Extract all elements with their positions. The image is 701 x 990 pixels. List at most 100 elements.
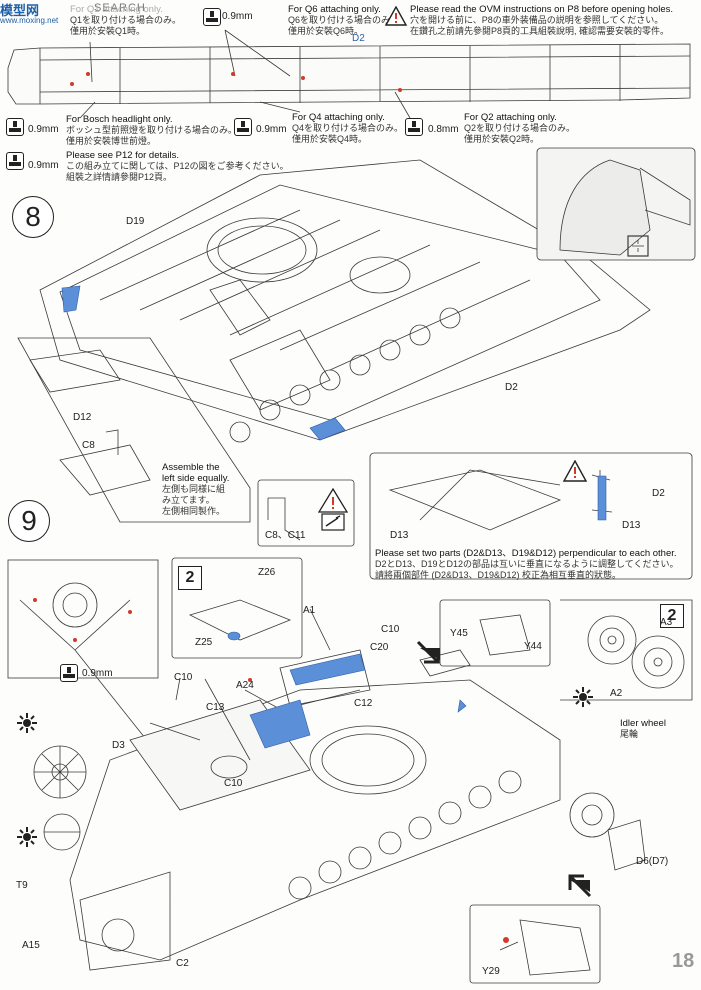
label-z25: Z25 bbox=[195, 637, 213, 648]
note-p12-jp: この組み立てに関しては、P12の図をご参考ください。 bbox=[66, 161, 289, 171]
label-c10-b: C10 bbox=[174, 672, 193, 683]
label-a24: A24 bbox=[236, 680, 254, 691]
note-q2-jp: Q2を取り付ける場合のみ。 bbox=[464, 123, 576, 133]
drill-icon bbox=[405, 118, 423, 136]
label-c10-c: C10 bbox=[224, 778, 243, 789]
size-q6: 0.9mm bbox=[222, 11, 253, 22]
note-q1: For Q1 attaching only. Q1を取り付ける場合のみ。 僅用於… bbox=[70, 4, 181, 37]
idler-cn: 尾輪 bbox=[620, 729, 639, 739]
page-number: 18 bbox=[672, 950, 695, 972]
note-bosch-jp: ボッシュ型前照燈を取り付ける場合のみ。 bbox=[66, 125, 238, 135]
note-ovm: Please read the OVM instructions on P8 b… bbox=[410, 4, 673, 37]
note-q6-cn: 僅用於安裝Q6時。 bbox=[288, 26, 364, 36]
label-t9: T9 bbox=[16, 880, 28, 891]
label-a1: A1 bbox=[303, 605, 316, 616]
label-d13: D13 bbox=[390, 530, 409, 541]
note-q4-jp: Q4を取り付ける場合のみ。 bbox=[292, 123, 404, 133]
drill-icon bbox=[203, 8, 221, 26]
assemble-left-en1: Assemble the bbox=[162, 462, 220, 473]
warning-icon bbox=[563, 460, 587, 482]
size-q2: 0.8mm bbox=[428, 124, 459, 135]
drill-icon bbox=[6, 152, 24, 170]
size-p12: 0.9mm bbox=[28, 160, 59, 171]
label-z26: Z26 bbox=[258, 567, 276, 578]
label-d2-top: D2 bbox=[352, 33, 365, 44]
drill-icon bbox=[6, 118, 24, 136]
drill-icon bbox=[60, 664, 78, 682]
note-bosch-cn: 僅用於安裝博世前燈。 bbox=[66, 136, 157, 146]
note-q6: For Q6 attaching only. Q6を取り付ける場合のみ。 僅用於… bbox=[288, 4, 399, 37]
label-c10-a: C10 bbox=[381, 624, 400, 635]
label-d3: D3 bbox=[112, 740, 125, 751]
perpendicular-jp: D2とD13、D19とD12の部品は互いに垂直になるように調整してください。 bbox=[375, 559, 679, 569]
note-q2-en: For Q2 attaching only. bbox=[464, 112, 557, 123]
page-ref-box: 2 bbox=[178, 566, 202, 590]
note-bosch-en: For Bosch headlight only. bbox=[66, 114, 173, 125]
label-a15: A15 bbox=[22, 940, 40, 951]
drill-size-step9: 0.9mm bbox=[82, 668, 113, 679]
note-ovm-jp: 穴を開ける前に、P8の車外装備品の説明を参照してください。 bbox=[410, 15, 664, 25]
label-c20: C20 bbox=[370, 642, 389, 653]
note-ovm-en: Please read the OVM instructions on P8 b… bbox=[410, 4, 673, 15]
sunburst-icon bbox=[573, 687, 593, 707]
label-d6-d7: D6(D7) bbox=[636, 856, 669, 867]
assemble-left-en2: left side equally. bbox=[162, 473, 230, 484]
note-p12: Please see P12 for details. この組み立てに関しては、… bbox=[66, 150, 289, 183]
watermark-url: www.moxing.net bbox=[0, 16, 59, 25]
label-c12: C12 bbox=[354, 698, 373, 709]
label-d2-inset: D2 bbox=[652, 488, 665, 499]
note-q6-en: For Q6 attaching only. bbox=[288, 4, 381, 15]
label-d2-step8: D2 bbox=[505, 382, 518, 393]
label-y45: Y45 bbox=[450, 628, 468, 639]
watermark-logo: 模型网 bbox=[0, 0, 39, 19]
label-c8: C8 bbox=[82, 440, 95, 451]
label-c2: C2 bbox=[176, 958, 189, 969]
step-9-number: 9 bbox=[8, 500, 50, 542]
note-q1-cn: 僅用於安裝Q1時。 bbox=[70, 26, 146, 36]
note-q6-jp: Q6を取り付ける場合のみ。 bbox=[288, 15, 400, 25]
perpendicular-cn: 請將兩個部件 (D2&D13、D19&D12) 校正為相互垂直的狀態。 bbox=[375, 570, 622, 580]
note-ovm-cn: 在鑽孔之前請先參閱P8頁的工具組裝說明, 確認需要安裝的零件。 bbox=[410, 26, 670, 36]
assemble-left-jp2: み立てます。 bbox=[162, 495, 215, 505]
cement-warning-icon bbox=[318, 488, 348, 531]
idler-wheel-note: Idler wheel 尾輪 bbox=[620, 718, 666, 740]
perpendicular-note: Please set two parts (D2&D13、D19&D12) pe… bbox=[375, 548, 679, 581]
note-q4-cn: 僅用於安裝Q4時。 bbox=[292, 134, 368, 144]
note-q2: For Q2 attaching only. Q2を取り付ける場合のみ。 僅用於… bbox=[464, 112, 575, 145]
label-c8-c11: C8、C11 bbox=[265, 530, 306, 541]
warning-icon bbox=[385, 6, 407, 26]
drill-icon bbox=[234, 118, 252, 136]
note-q1-jp: Q1を取り付ける場合のみ。 bbox=[70, 15, 182, 25]
page-ref-box: 2 bbox=[660, 604, 684, 628]
note-q1-en: For Q1 attaching only. bbox=[70, 4, 163, 15]
label-y44: Y44 bbox=[524, 641, 542, 652]
label-d19: D19 bbox=[126, 216, 145, 227]
sunburst-icon bbox=[17, 713, 37, 733]
label-d12: D12 bbox=[73, 412, 92, 423]
label-d13-inset: D13 bbox=[622, 520, 641, 531]
perpendicular-en: Please set two parts (D2&D13、D19&D12) pe… bbox=[375, 548, 677, 559]
idler-en: Idler wheel bbox=[620, 718, 666, 729]
note-q2-cn: 僅用於安裝Q2時。 bbox=[464, 134, 540, 144]
size-q4: 0.9mm bbox=[256, 124, 287, 135]
watermark-search: SEARCH bbox=[94, 2, 146, 14]
note-p12-en: Please see P12 for details. bbox=[66, 150, 180, 161]
note-p12-cn: 組裝之詳情請參閱P12頁。 bbox=[66, 172, 173, 182]
assemble-left-cn: 左側相同製作。 bbox=[162, 506, 226, 516]
note-q4-en: For Q4 attaching only. bbox=[292, 112, 385, 123]
label-a2: A2 bbox=[610, 688, 623, 699]
assemble-left-jp1: 左側も同様に組 bbox=[162, 484, 226, 494]
note-q4: For Q4 attaching only. Q4を取り付ける場合のみ。 僅用於… bbox=[292, 112, 403, 145]
label-y29: Y29 bbox=[482, 966, 500, 977]
note-bosch: For Bosch headlight only. ボッシュ型前照燈を取り付ける… bbox=[66, 114, 237, 147]
size-bosch: 0.9mm bbox=[28, 124, 59, 135]
label-a3: A3 bbox=[660, 617, 673, 628]
label-c13: C13 bbox=[206, 702, 225, 713]
step-8-number: 8 bbox=[12, 196, 54, 238]
view-arrow-icon bbox=[416, 640, 440, 664]
watermark-logo-text: 模型网 bbox=[0, 3, 40, 18]
sunburst-icon bbox=[17, 827, 37, 847]
view-arrow-icon bbox=[568, 874, 592, 898]
assemble-left-note: Assemble the left side equally. 左側も同様に組 … bbox=[162, 462, 229, 517]
